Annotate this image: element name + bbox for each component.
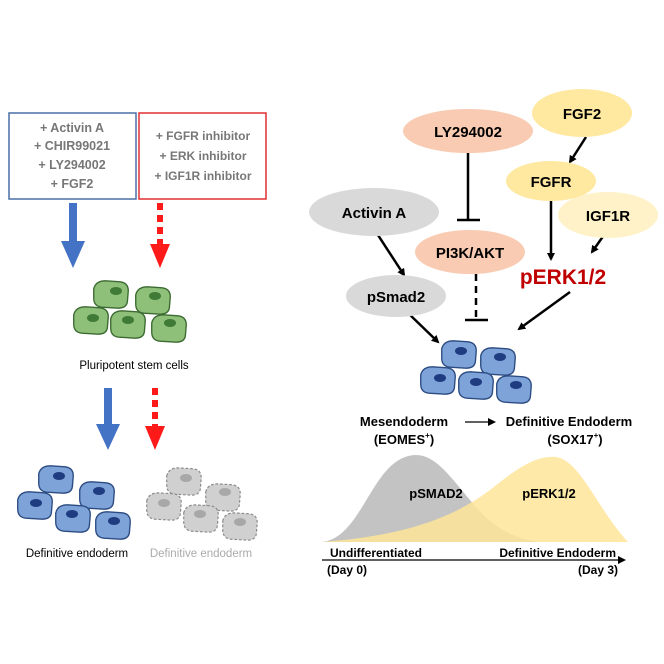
inhibitor-item: + IGF1R inhibitor [154,169,251,183]
blue-cell [496,375,532,404]
endoderm-label: Definitive endoderm [26,548,128,560]
blue-arrow-top [61,203,85,268]
mesendoderm-label: Mesendoderm [360,414,448,429]
activator-item: + CHIR99021 [34,139,110,153]
blue-cell [17,491,53,520]
node-fgf2-label: FGF2 [563,106,601,123]
grey-cell [205,483,241,512]
inhibited-cell-cluster [146,467,258,541]
arrow-perk-cells [517,290,571,331]
activator-box [8,112,137,200]
pluripotent-label: Pluripotent stem cells [79,360,189,372]
blue-cell [458,371,494,400]
node-pi3k-akt-label: PI3K/AKT [436,245,504,262]
inhibitor-box [138,112,267,200]
grey-cell [146,492,182,521]
node-activin-a-label: Activin A [342,205,407,222]
curve-perk-label: pERK1/2 [522,486,575,501]
green-cell [93,280,129,309]
axis-end-day: (Day 3) [578,563,618,577]
blue-cell [441,340,477,369]
arrow-psmad-cells [406,311,440,344]
inhibitor-item: + FGFR inhibitor [156,129,251,143]
activator-item: + FGF2 [51,177,94,191]
node-fgf2 [532,89,632,137]
arrow-fgf2-fgfr [568,136,588,164]
inhibitor-item: + ERK inhibitor [160,149,247,163]
axis-start-day: (Day 0) [327,563,367,577]
node-psmad2 [346,275,446,317]
grey-cell [166,467,202,496]
mesendoderm-cell-cluster [420,340,532,404]
green-cell [73,306,109,335]
sox17-label: (SOX17+) [547,431,602,447]
blue-cell [38,465,74,494]
definitive-endoderm-label: Definitive Endoderm [506,414,632,429]
axis-start-label: Undifferentiated [330,546,422,560]
arrow-activin-psmad [374,231,406,277]
grey-cell [183,504,219,533]
blue-cell [79,481,115,510]
pluripotent-cell-cluster [73,280,187,343]
node-activin-a [309,188,439,236]
curve-perk [322,456,628,542]
activator-item: + LY294002 [38,158,105,172]
node-ly294002-label: LY294002 [434,124,502,141]
node-fgfr [506,161,596,201]
green-cell [110,310,146,339]
activator-item: + Activin A [40,121,104,135]
node-psmad2-label: pSmad2 [367,289,425,306]
green-cell [135,286,171,315]
node-igf1r [558,192,658,238]
curve-psmad2-label: pSMAD2 [409,486,462,501]
axis-end-label: Definitive Endoderm [499,546,616,560]
red-dashed-arrow-top [150,203,170,268]
node-perk: pERK1/2 [520,266,606,289]
blue-cell [95,511,131,540]
blue-cell [55,504,91,533]
endoderm-cell-cluster [17,465,131,540]
eomes-label: (EOMES+) [374,431,434,447]
blue-cell [480,347,516,376]
blue-cell [420,366,456,395]
node-ly294002 [403,109,533,153]
node-pi3k-akt [415,230,525,274]
red-dashed-arrow-bottom [145,388,165,450]
right-panel: FGF2 LY294002 FGFR Activin A IGF1R PI3K/… [309,89,658,577]
left-panel: + Activin A + CHIR99021 + LY294002 + FGF… [8,112,267,560]
green-cell [151,314,187,343]
inhibited-endoderm-label: Definitive endoderm [150,548,252,560]
node-fgfr-label: FGFR [531,174,572,191]
grey-cell [222,512,258,541]
blue-arrow-bottom [96,388,120,450]
node-igf1r-label: IGF1R [586,208,630,225]
